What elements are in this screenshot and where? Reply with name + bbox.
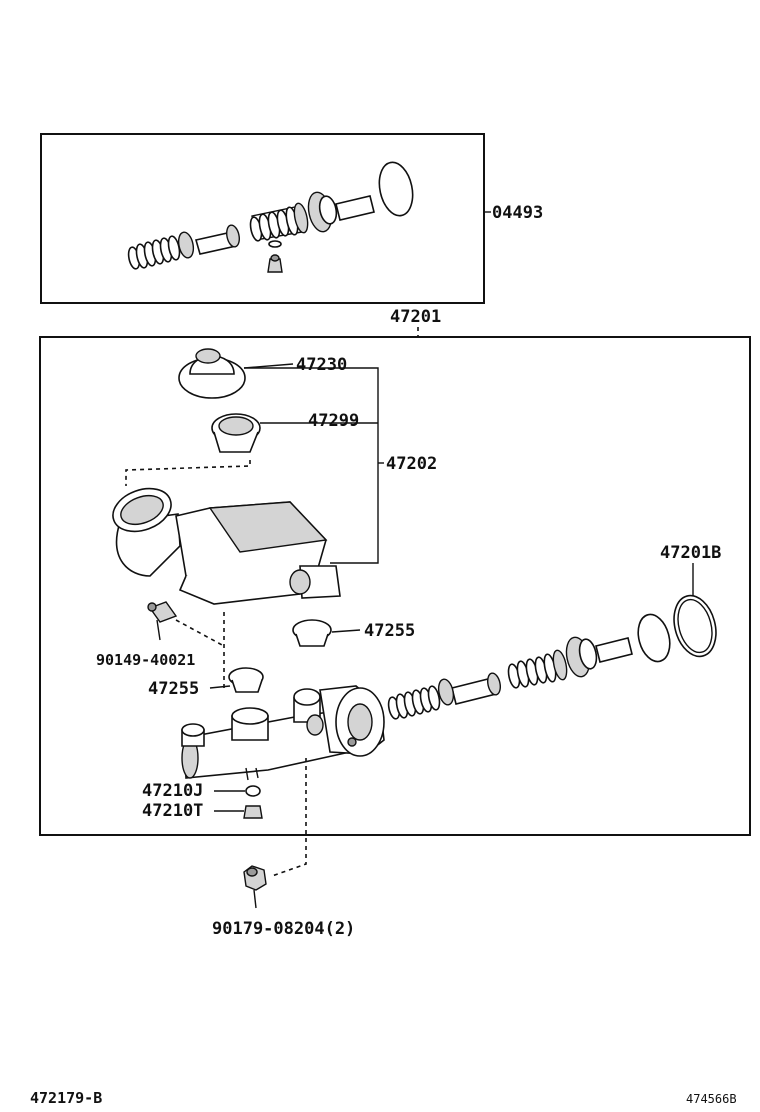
- label-47201B: 47201B: [660, 543, 721, 563]
- reservoir-tank: [112, 487, 341, 605]
- label-04493: 04493: [492, 203, 543, 223]
- kit-piston-assembly: [127, 161, 414, 273]
- reservoir-strainer: [211, 413, 261, 453]
- label-47210T: 47210T: [142, 801, 203, 821]
- o-ring: [637, 613, 671, 663]
- label-47255-right: 47255: [364, 621, 415, 641]
- cylinder-pistons: [387, 636, 633, 720]
- main-assembly-box: [39, 336, 751, 836]
- kit-box: [40, 133, 485, 304]
- nut-90179: [243, 865, 267, 891]
- kit-spring-front: [127, 235, 181, 270]
- plug-47210T: [243, 805, 263, 819]
- label-47202: 47202: [386, 454, 437, 474]
- label-47230: 47230: [296, 355, 347, 375]
- master-cylinder-body: [181, 685, 385, 781]
- label-47299: 47299: [308, 411, 359, 431]
- footer-right-code: 474566B: [686, 1092, 737, 1106]
- gasket-47210J: [245, 785, 261, 797]
- footer-left-code: 472179-B: [30, 1089, 102, 1107]
- label-47210J: 47210J: [142, 781, 203, 801]
- screw-90149: [147, 601, 178, 623]
- label-90149: 90149-40021: [96, 651, 195, 669]
- label-47255-left: 47255: [148, 679, 199, 699]
- kit-spring-rear: [249, 202, 309, 242]
- reservoir-cap: [178, 348, 246, 399]
- grommet-right: [292, 619, 332, 647]
- grommet-left: [228, 667, 264, 693]
- ring-47201B: [673, 594, 717, 658]
- label-47201: 47201: [390, 307, 441, 327]
- label-90179: 90179-08204(2): [212, 919, 355, 939]
